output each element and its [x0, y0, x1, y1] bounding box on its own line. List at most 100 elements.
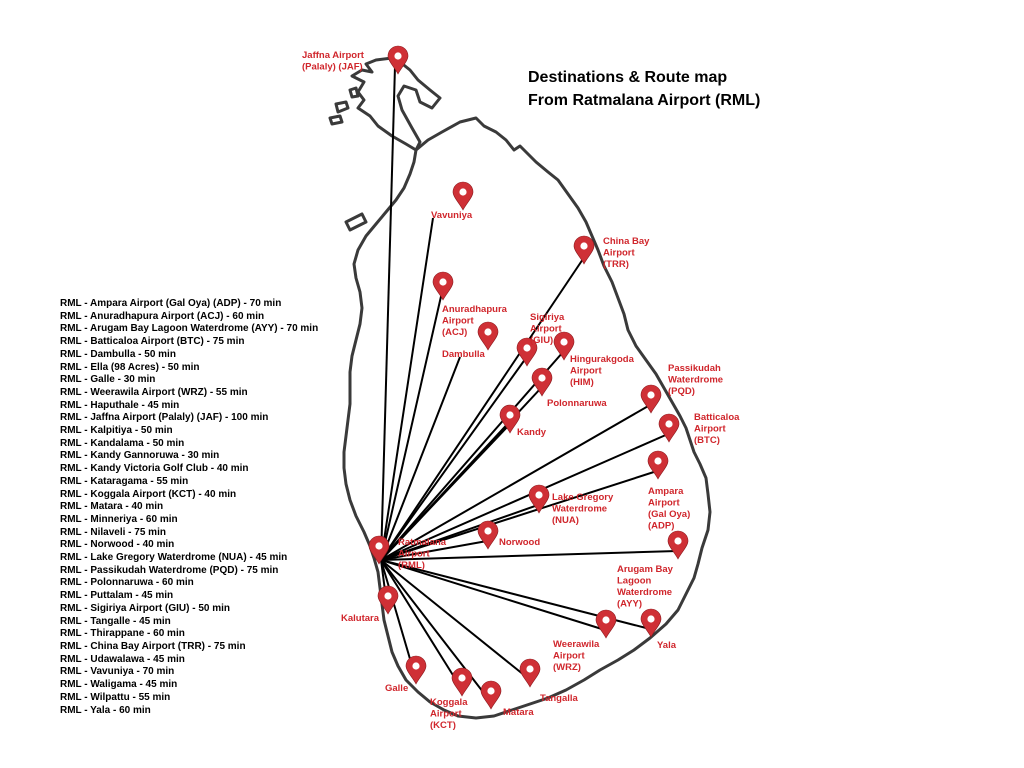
label-acj-line: Airport: [442, 316, 475, 327]
map-pin-hole: [538, 374, 546, 382]
label-yal-line: Yala: [657, 640, 677, 651]
label-kan-line: Kandy: [517, 427, 547, 438]
map-pin-hole: [647, 615, 655, 623]
label-kal-line: Kalutara: [341, 613, 380, 624]
route-list-item: RML - Lake Gregory Waterdrome (NUA) - 45…: [60, 552, 288, 564]
route-list-item: RML - Yala - 60 min: [60, 704, 151, 716]
pin-tan[interactable]: [519, 658, 541, 688]
pin-kal[interactable]: [377, 585, 399, 615]
label-hub-rml-line: Airport: [398, 549, 431, 560]
pin-dam[interactable]: [477, 321, 499, 351]
label-acj-line: Anuradhapura: [442, 304, 508, 315]
label-jaf-line: Jaffna Airport: [302, 50, 365, 61]
label-gal: Galle: [385, 683, 408, 694]
pin-jaf[interactable]: [387, 45, 409, 75]
pin-kct[interactable]: [451, 667, 473, 697]
pin-yal[interactable]: [640, 608, 662, 638]
route-duration-list: RML - Ampara Airport (Gal Oya) (ADP) - 7…: [60, 298, 318, 717]
pin-acj[interactable]: [432, 271, 454, 301]
route-line-trr: [380, 255, 586, 561]
label-kct-line: Koggala: [430, 697, 468, 708]
pin-ayy[interactable]: [667, 530, 689, 560]
label-kct-line: (KCT): [430, 720, 456, 731]
route-list-item: RML - Galle - 30 min: [60, 374, 156, 386]
pin-trr[interactable]: [573, 235, 595, 265]
route-list-item: RML - Wilpattu - 55 min: [60, 691, 171, 703]
pin-giu[interactable]: [516, 337, 538, 367]
label-adp-line: Ampara: [648, 486, 684, 497]
pin-nua[interactable]: [528, 484, 550, 514]
label-kal: Kalutara: [341, 613, 380, 624]
label-btc-line: Batticaloa: [694, 412, 740, 423]
map-pin-hole: [487, 687, 495, 695]
map-pin-icon: [480, 680, 502, 710]
pin-wrz[interactable]: [595, 609, 617, 639]
label-adp-line: (ADP): [648, 521, 674, 532]
label-hub-rml-line: (RML): [398, 560, 425, 571]
route-list-item: RML - Sigiriya Airport (GIU) - 50 min: [60, 602, 231, 614]
route-list-item: RML - Ampara Airport (Gal Oya) (ADP) - 7…: [60, 298, 282, 309]
map-pin-hole: [384, 592, 392, 600]
route-line-gal: [380, 559, 416, 677]
label-pol-line: Polonnaruwa: [547, 398, 607, 409]
pin-hub-rml[interactable]: [368, 535, 390, 565]
map-pin-icon: [377, 585, 399, 615]
label-btc-line: Airport: [694, 424, 727, 435]
map-pin-hole: [412, 662, 420, 670]
route-list-item: RML - Waligama - 45 min: [60, 679, 178, 691]
label-nor: Norwood: [499, 537, 540, 548]
route-line-kan: [380, 424, 510, 561]
label-tan: Tangalla: [540, 693, 579, 704]
route-list-item: RML - Anuradhapura Airport (ACJ) - 60 mi…: [60, 310, 265, 322]
map-pin-icon: [499, 404, 521, 434]
pin-btc[interactable]: [658, 413, 680, 443]
label-btc-line: (BTC): [694, 435, 720, 446]
route-list-item: RML - Kandalama - 50 min: [60, 437, 185, 449]
label-trr-line: Airport: [603, 248, 636, 259]
pin-pqd[interactable]: [640, 384, 662, 414]
route-list-item: RML - Arugam Bay Lagoon Waterdrome (AYY)…: [60, 323, 319, 335]
map-pin-hole: [375, 542, 383, 550]
island-coastline: [328, 56, 712, 720]
pin-nor[interactable]: [477, 520, 499, 550]
route-list-item: RML - Norwood - 40 min: [60, 539, 175, 551]
label-giu-line: Airport: [530, 324, 563, 335]
map-pin-icon: [516, 337, 538, 367]
route-line-tan: [380, 559, 530, 680]
map-pin-icon: [658, 413, 680, 443]
route-line-acj: [380, 291, 443, 561]
location-labels: Jaffna Airport(Palaly) (JAF)VavuniyaChin…: [302, 50, 740, 731]
route-list-item: RML - Kandy Victoria Golf Club - 40 min: [60, 463, 249, 475]
label-pol: Polonnaruwa: [547, 398, 607, 409]
label-nua-line: Waterdrome: [552, 504, 607, 515]
route-line-ayy: [380, 550, 678, 561]
pin-mat[interactable]: [480, 680, 502, 710]
pin-him[interactable]: [553, 331, 575, 361]
label-vav-line: Vavuniya: [431, 210, 473, 221]
label-trr-line: China Bay: [603, 236, 650, 247]
route-line-adp: [380, 470, 658, 561]
label-nua-line: Lake Gregory: [552, 492, 614, 503]
route-list-item: RML - Kandy Gannoruwa - 30 min: [60, 450, 220, 462]
route-line-kct: [380, 559, 462, 689]
map-pin-icon: [595, 609, 617, 639]
label-pqd-line: Passikudah: [668, 363, 721, 374]
label-pqd-line: Waterdrome: [668, 375, 723, 386]
route-line-vav: [380, 217, 434, 561]
label-kct-line: Airport: [430, 709, 463, 720]
pin-pol[interactable]: [531, 367, 553, 397]
map-title-line-2: From Ratmalana Airport (RML): [528, 92, 761, 109]
pin-kan[interactable]: [499, 404, 521, 434]
map-pin-hole: [535, 491, 543, 499]
pin-adp[interactable]: [647, 450, 669, 480]
route-line-jaf: [380, 65, 396, 561]
map-pin-icon: [477, 520, 499, 550]
pin-vav[interactable]: [452, 181, 474, 211]
label-wrz-line: Airport: [553, 651, 586, 662]
map-pin-hole: [665, 420, 673, 428]
pin-gal[interactable]: [405, 655, 427, 685]
